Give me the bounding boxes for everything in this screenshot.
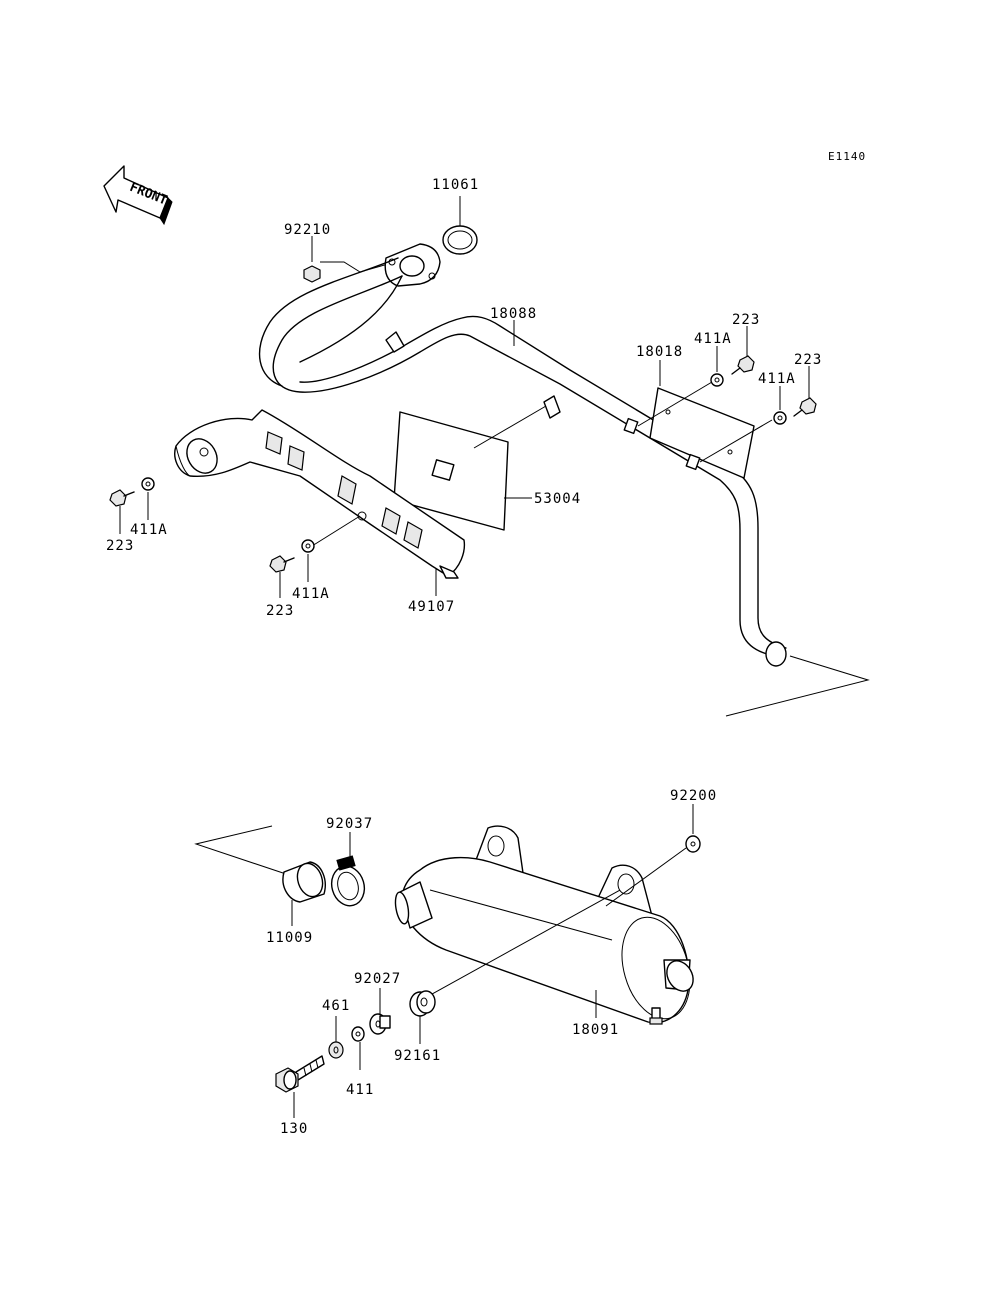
label-223-c: 223 bbox=[106, 538, 134, 554]
label-461: 461 bbox=[322, 998, 350, 1014]
washer-411A-right bbox=[773, 411, 787, 425]
bolt-223-center bbox=[269, 555, 295, 573]
label-92027: 92027 bbox=[354, 971, 401, 987]
label-223-d: 223 bbox=[266, 603, 294, 619]
label-18088: 18088 bbox=[490, 306, 537, 322]
gasket-11061 bbox=[442, 225, 478, 255]
gasket-11009 bbox=[282, 861, 326, 903]
insulator-53004 bbox=[393, 411, 509, 531]
label-223-b: 223 bbox=[794, 352, 822, 368]
label-223-a: 223 bbox=[732, 312, 760, 328]
front-arrow-icon: FRONT bbox=[103, 165, 173, 226]
washer-461 bbox=[328, 1041, 344, 1059]
label-411: 411 bbox=[346, 1082, 374, 1098]
leader-18018-a bbox=[637, 381, 713, 427]
heat-cover-49107 bbox=[174, 409, 466, 579]
diagram-ref-code: E1140 bbox=[828, 150, 866, 163]
label-92161: 92161 bbox=[394, 1048, 441, 1064]
leader-92210-stud bbox=[320, 261, 389, 273]
label-11061: 11061 bbox=[432, 177, 479, 193]
washer-411A-center bbox=[301, 539, 315, 553]
clamp-92037 bbox=[330, 855, 366, 907]
washer-411A-left bbox=[141, 477, 155, 491]
leader-92161-axis bbox=[431, 889, 621, 995]
label-92210: 92210 bbox=[284, 222, 331, 238]
leader-92200-axis bbox=[605, 847, 687, 907]
bolt-223-upper bbox=[731, 355, 755, 375]
connection-line-upper bbox=[725, 655, 870, 717]
nut-92210 bbox=[303, 265, 321, 283]
label-18091: 18091 bbox=[572, 1022, 619, 1038]
muffler-18091 bbox=[394, 825, 694, 1025]
bolt-223-left bbox=[109, 489, 135, 507]
exhaust-pipe-18088 bbox=[258, 243, 787, 667]
bolt-223-right bbox=[793, 397, 817, 417]
label-130: 130 bbox=[280, 1121, 308, 1137]
damper-92161 bbox=[409, 990, 436, 1017]
label-411A-d: 411A bbox=[292, 586, 330, 602]
label-92200: 92200 bbox=[670, 788, 717, 804]
label-18018: 18018 bbox=[636, 344, 683, 360]
connection-line-lower bbox=[194, 825, 287, 875]
label-411A-a: 411A bbox=[694, 331, 732, 347]
label-49107: 49107 bbox=[408, 599, 455, 615]
bolt-130 bbox=[275, 1055, 325, 1093]
label-92037: 92037 bbox=[326, 816, 373, 832]
washer-411A-upper bbox=[710, 373, 724, 387]
label-411A-b: 411A bbox=[758, 371, 796, 387]
label-11009: 11009 bbox=[266, 930, 313, 946]
bracket-plate-18018 bbox=[623, 387, 755, 479]
leader-18018-b bbox=[699, 419, 773, 463]
label-411A-c: 411A bbox=[130, 522, 168, 538]
washer-411 bbox=[351, 1026, 365, 1042]
leader-53004-a bbox=[473, 405, 547, 449]
washer-92200 bbox=[685, 835, 701, 853]
label-53004: 53004 bbox=[534, 491, 581, 507]
leader-49107-a bbox=[311, 515, 361, 547]
collar-92027 bbox=[369, 1013, 391, 1035]
